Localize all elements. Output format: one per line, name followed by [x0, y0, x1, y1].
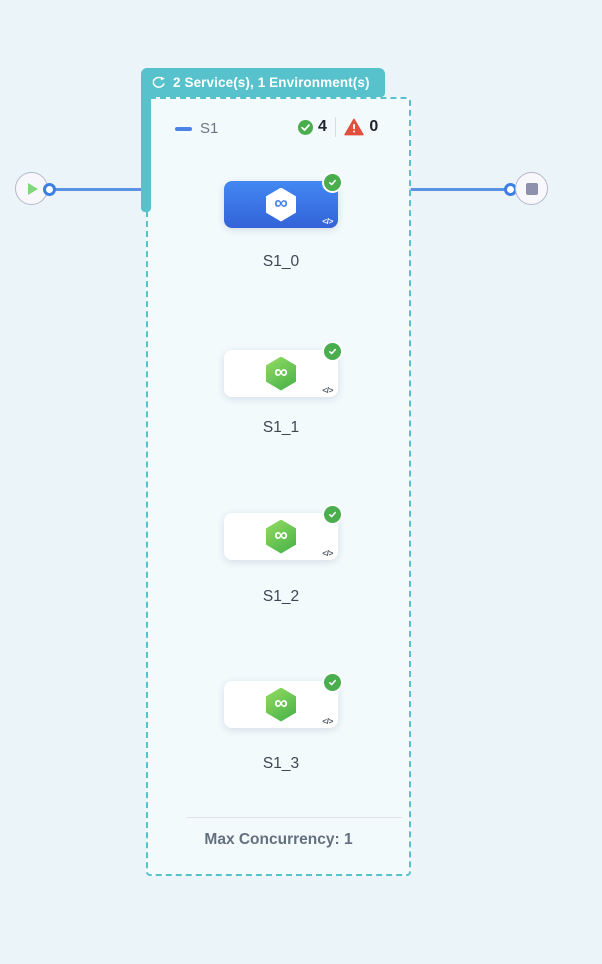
cluster-divider — [334, 117, 337, 137]
service-node-card[interactable]: ∞ </> — [224, 672, 343, 728]
node-label: S1_1 — [262, 419, 300, 436]
node-success-badge — [322, 172, 343, 193]
max-concurrency-label: Max Concurrency: 1 — [204, 831, 353, 848]
infinity-glyph: ∞ — [274, 693, 288, 714]
footer-divider — [186, 817, 402, 818]
node-label: S1_2 — [262, 588, 300, 605]
service-node-card[interactable]: ∞ </> — [224, 504, 343, 560]
code-icon: </> — [322, 716, 333, 726]
group-badge-strip — [141, 95, 151, 212]
group-status-cluster: 4 0 — [298, 117, 378, 137]
group-header-badge[interactable]: 2 Service(s), 1 Environment(s) — [141, 68, 385, 97]
service-node-card[interactable]: ∞ </> — [224, 172, 343, 228]
infinity-glyph: ∞ — [274, 525, 288, 546]
play-icon — [28, 182, 38, 195]
node-success-badge — [322, 341, 343, 362]
node-label: S1_3 — [262, 755, 300, 772]
stage-group-title: S1 — [200, 120, 219, 137]
success-count: 4 — [318, 118, 327, 135]
node-label: S1_0 — [262, 253, 300, 270]
start-node-out-port[interactable] — [43, 183, 56, 196]
infinity-glyph: ∞ — [274, 362, 288, 383]
infinity-glyph: ∞ — [274, 193, 288, 214]
stop-icon — [525, 182, 538, 195]
group-badge-label: 2 Service(s), 1 Environment(s) — [173, 75, 370, 90]
infinity-hexagon-icon: ∞ — [266, 356, 296, 391]
edge-start-to-group — [47, 188, 143, 191]
warning-triangle-icon — [344, 118, 365, 136]
end-node[interactable] — [515, 172, 548, 205]
code-icon: </> — [322, 385, 333, 395]
loop-icon — [150, 75, 167, 90]
service-node-card[interactable]: ∞ </> — [224, 341, 343, 397]
start-node[interactable] — [15, 172, 48, 205]
infinity-hexagon-icon: ∞ — [266, 187, 296, 222]
success-check-icon — [298, 119, 313, 135]
node-success-badge — [322, 504, 343, 525]
failed-count: 0 — [369, 118, 379, 135]
edge-group-to-end — [409, 188, 507, 191]
code-icon: </> — [322, 216, 333, 226]
collapse-group-button[interactable] — [175, 127, 192, 131]
infinity-hexagon-icon: ∞ — [266, 519, 296, 554]
infinity-hexagon-icon: ∞ — [266, 687, 296, 722]
node-success-badge — [322, 672, 343, 693]
code-icon: </> — [322, 548, 333, 558]
